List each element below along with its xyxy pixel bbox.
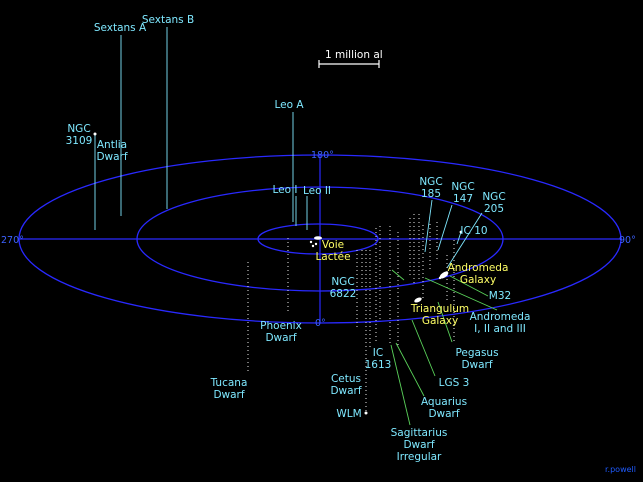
galaxy-label-line: NGC	[419, 176, 442, 188]
galaxy-label-line: Leo II	[303, 185, 331, 197]
galaxy-label-m32: M32	[489, 290, 511, 302]
galaxy-label-line: Triangulum	[410, 303, 469, 315]
galaxy-label-line: Lactée	[315, 251, 350, 263]
galaxy-label-line: Dwarf	[330, 385, 361, 397]
leader-andromeda-123	[424, 277, 498, 311]
galaxy-label-line: Dwarf	[265, 332, 296, 344]
galaxy-label-line: Sextans B	[142, 14, 194, 26]
galaxy-label-line: Dwarf	[428, 408, 459, 420]
galaxy-label-line: Tucana	[210, 377, 248, 389]
galaxy-label-line: Phoenix	[260, 320, 302, 332]
galaxy-label-line: Sextans A	[94, 22, 147, 34]
galaxy-label-line: 1613	[365, 359, 392, 371]
stem-ngc147	[437, 204, 453, 251]
marker-andromeda	[438, 271, 449, 280]
galaxy-label-line: Aquarius	[421, 396, 467, 408]
scale-label: 1 million al	[325, 49, 383, 61]
galaxy-label-ic10: IC 10	[460, 225, 487, 237]
axis-label-180: 180°	[311, 150, 334, 161]
galaxy-label-lgs3: LGS 3	[439, 377, 470, 389]
marker-triangulum	[414, 297, 422, 303]
galaxy-label-line: Voie	[322, 239, 344, 251]
stem-ngc205	[446, 212, 483, 269]
galaxy-label-sextans-a: Sextans A	[94, 22, 147, 34]
axis-label-0: 0°	[315, 318, 326, 329]
scale-bar: 1 million al	[318, 49, 383, 68]
galaxy-label-line: Dwarf	[403, 439, 434, 451]
galaxy-label-line: Andromeda	[448, 262, 509, 274]
galaxy-label-line: Pegasus	[455, 347, 498, 359]
galaxy-label-line: WLM	[336, 408, 361, 420]
leader-ngc6822	[391, 269, 405, 281]
leader-m32	[449, 275, 489, 297]
galaxy-label-line: 205	[484, 203, 504, 215]
galaxy-label-line: NGC	[451, 181, 474, 193]
galaxy-label-line: Dwarf	[96, 151, 127, 163]
galaxy-label-line: Dwarf	[213, 389, 244, 401]
leader-lgs3	[411, 319, 436, 377]
marker-wlm	[364, 411, 368, 415]
galaxy-label-line: NGC	[67, 123, 90, 135]
galaxy-label-line: IC 10	[460, 225, 487, 237]
marker-milky-way	[309, 236, 322, 248]
galaxy-label-line: LGS 3	[439, 377, 470, 389]
galaxy-label-line: Cetus	[331, 373, 361, 385]
axis-label-90: 90°	[619, 235, 636, 246]
galaxy-label-line: NGC	[482, 191, 505, 203]
galaxy-label-line: Sagittarius	[391, 427, 448, 439]
galaxy-label-line: 6822	[330, 288, 357, 300]
stem-ngc185	[424, 199, 433, 253]
galaxy-label-line: I, II and III	[474, 323, 526, 335]
leader-pegasus	[437, 301, 453, 343]
axis-label-270: 270°	[1, 235, 24, 246]
galaxy-label-line: Dwarf	[461, 359, 492, 371]
galaxy-label-line: 147	[453, 193, 473, 205]
credit-text: r.powell	[605, 465, 636, 474]
galaxy-label-line: IC	[373, 347, 383, 359]
galaxy-label-line: NGC	[331, 276, 354, 288]
galaxy-label-line: M32	[489, 290, 511, 302]
galaxy-label-line: Andromeda	[470, 311, 531, 323]
galaxy-label-wlm: WLM	[336, 408, 361, 420]
galaxy-label-line: Irregular	[397, 451, 442, 463]
marker-ngc3109	[93, 132, 97, 136]
stem-ic10	[456, 231, 462, 245]
galaxy-label-line: Galaxy	[422, 315, 458, 327]
galaxy-label-line: 185	[421, 188, 441, 200]
galaxy-label-leo-a: Leo A	[274, 99, 304, 111]
leader-aquarius	[395, 342, 425, 397]
galaxy-label-line: 3109	[66, 135, 93, 147]
leader-sagittarius	[390, 344, 411, 426]
marker-ic10	[459, 230, 463, 234]
galaxy-label-leo-ii: Leo II	[303, 185, 331, 197]
galaxy-label-leo-i: Leo I	[273, 184, 298, 196]
galaxy-label-sextans-b: Sextans B	[142, 14, 194, 26]
galaxy-label-line: Antlia	[97, 139, 127, 151]
galaxy-label-line: Leo A	[274, 99, 304, 111]
galaxy-label-line: Leo I	[273, 184, 298, 196]
galaxy-label-line: Galaxy	[460, 274, 496, 286]
